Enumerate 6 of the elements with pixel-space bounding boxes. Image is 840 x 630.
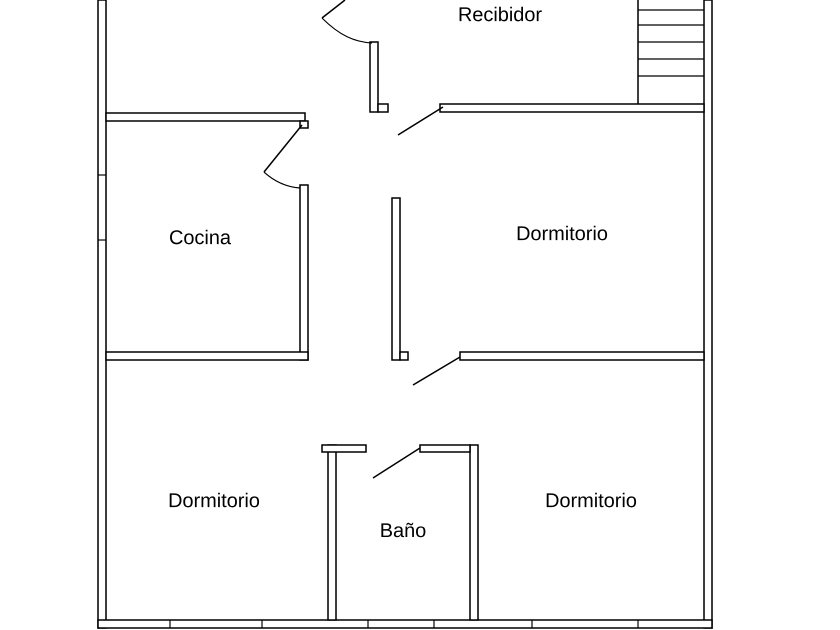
room-label: Dormitorio [170,492,260,508]
room-label: Baño [381,522,426,538]
room-label: Dormitorio [518,226,608,240]
room-label: Recibidor [460,6,542,22]
room-label: Dormitorio [546,492,636,508]
room-label: Cocina [170,230,231,244]
